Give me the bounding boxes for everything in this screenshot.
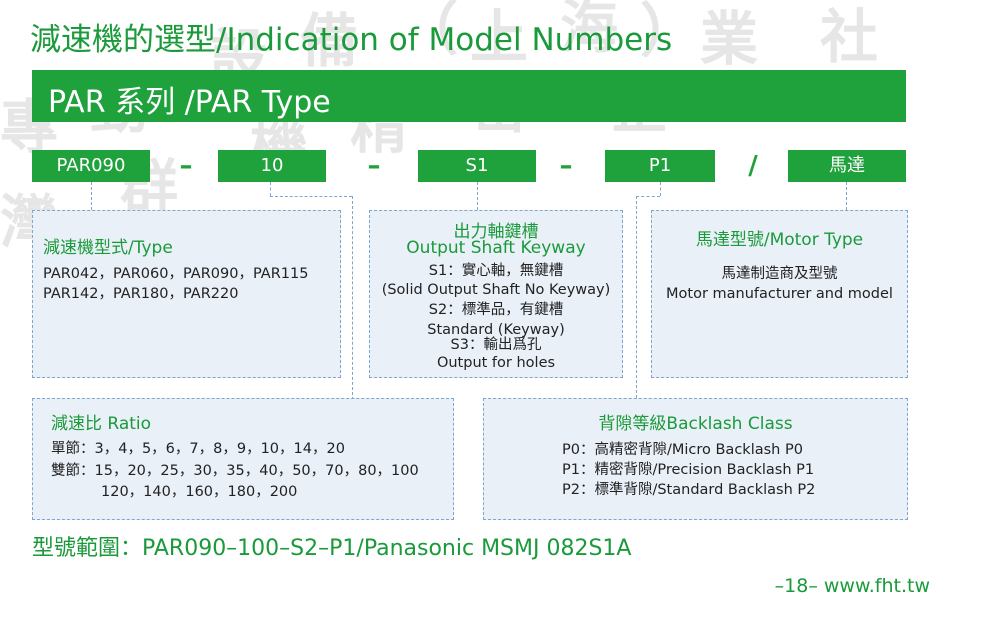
- code-separator-slash: /: [748, 151, 758, 181]
- backlash-p2: P2：標準背隙/Standard Backlash P2: [562, 482, 816, 498]
- ratio-heading: 減速比 Ratio: [51, 414, 152, 434]
- backlash-p1: P1：精密背隙/Precision Backlash P1: [562, 462, 815, 478]
- shaft-box: 出力軸鍵槽 Output Shaft Keyway S1：實心軸，無鍵槽 (So…: [369, 210, 623, 378]
- page-title: 減速機的選型/Indication of Model Numbers: [30, 22, 673, 58]
- code-separator: –: [179, 151, 193, 181]
- type-list-line: PAR042，PAR060，PAR090，PAR115: [43, 266, 309, 282]
- code-separator: –: [559, 151, 573, 181]
- connector-ratio: [270, 182, 271, 196]
- shaft-s2-zh: S2：標準品，有鍵槽: [428, 302, 564, 318]
- connector-shaft: [477, 182, 478, 210]
- watermark-char: 社: [820, 3, 879, 71]
- shaft-s2-en: Standard (Keyway): [427, 322, 565, 338]
- shaft-s1-zh: S1：實心軸，無鍵槽: [428, 263, 564, 279]
- backlash-box: 背隙等級Backlash Class P0：高精密背隙/Micro Backla…: [483, 398, 908, 520]
- shaft-s3-zh: S3：輸出爲孔: [450, 337, 542, 353]
- motor-line-zh: 馬達制造商及型號: [721, 266, 838, 282]
- connector-backlash: [636, 196, 637, 398]
- type-box: 減速機型式/Type PAR042，PAR060，PAR090，PAR115 P…: [32, 210, 341, 378]
- motor-box: 馬達型號/Motor Type 馬達制造商及型號 Motor manufactu…: [651, 210, 908, 378]
- backlash-heading: 背隙等級Backlash Class: [598, 414, 793, 434]
- connector-backlash: [636, 196, 660, 197]
- shaft-heading-en: Output Shaft Keyway: [406, 238, 586, 258]
- shaft-s3-en: Output for holes: [436, 355, 556, 371]
- series-banner: PAR 系列 /PAR Type: [32, 70, 906, 122]
- watermark-char: 業: [700, 5, 759, 73]
- ratio-double: 雙節：15，20，25，30，35，40，50，70，80，100: [51, 463, 419, 479]
- backlash-p0: P0：高精密背隙/Micro Backlash P0: [562, 442, 803, 458]
- connector-motor: [846, 182, 847, 210]
- code-type: PAR090: [32, 150, 150, 182]
- code-motor: 馬達: [788, 150, 906, 182]
- banner-title: PAR 系列 /PAR Type: [48, 85, 331, 120]
- model-example: 型號範圍：PAR090–100–S2–P1/Panasonic MSMJ 082…: [32, 536, 632, 561]
- connector-backlash: [660, 182, 661, 196]
- connector-ratio: [270, 196, 352, 197]
- connector-type: [91, 182, 92, 210]
- code-separator: –: [367, 151, 381, 181]
- code-shaft: S1: [418, 150, 536, 182]
- ratio-box: 減速比 Ratio 單節：3，4，5，6，7，8，9，10，14，20 雙節：1…: [32, 398, 454, 520]
- type-heading: 減速機型式/Type: [43, 238, 173, 258]
- shaft-s1-en: (Solid Output Shaft No Keyway): [381, 282, 611, 298]
- ratio-double-cont: 120，140，160，180，200: [101, 484, 298, 500]
- code-ratio: 10: [218, 150, 326, 182]
- connector-ratio: [352, 196, 353, 400]
- ratio-single: 單節：3，4，5，6，7，8，9，10，14，20: [51, 441, 345, 457]
- motor-line-en: Motor manufacturer and model: [666, 286, 893, 302]
- code-backlash: P1: [605, 150, 715, 182]
- page-footer: –18– www.fht.tw: [774, 575, 930, 597]
- type-list-line: PAR142，PAR180，PAR220: [43, 286, 239, 302]
- motor-heading: 馬達型號/Motor Type: [695, 230, 864, 250]
- shaft-heading-zh: 出力軸鍵槽: [453, 222, 539, 242]
